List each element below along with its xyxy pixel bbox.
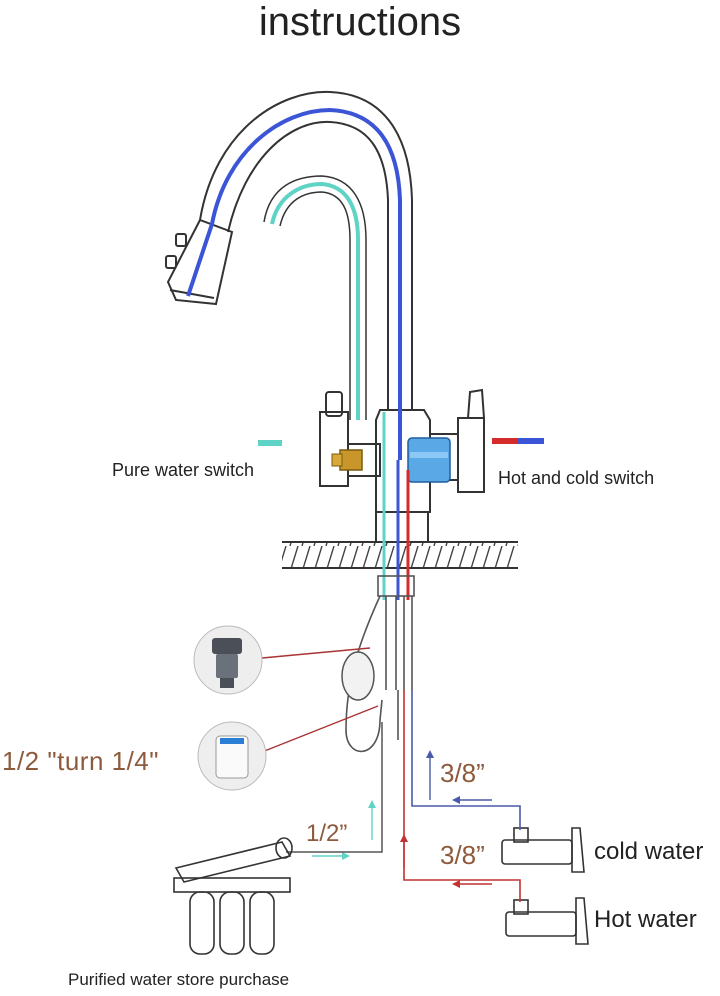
pure-water-spout <box>270 181 360 420</box>
hot-angle-valve-icon <box>505 897 589 945</box>
cold-water-label: cold water <box>594 838 704 865</box>
page-title: instructions <box>258 0 462 44</box>
pure-water-line <box>286 722 383 853</box>
hot-legend-bar <box>492 438 518 444</box>
arrow-icon <box>312 750 492 888</box>
three-eighths-label-bottom: 3/8” <box>440 840 485 870</box>
purified-water-label: Purified water store purchase <box>68 970 290 989</box>
pure-water-switch-label: Pure water switch <box>112 460 255 480</box>
angle-valve-icon <box>501 827 585 873</box>
quick-connector-icon <box>193 625 263 695</box>
brass-valve <box>339 449 363 471</box>
hot-cold-switch-label: Hot and cold switch <box>498 468 655 488</box>
cold-flow-line <box>186 107 402 460</box>
supply-hoses <box>345 575 415 753</box>
cold-legend-bar <box>518 438 544 444</box>
water-filter-icon <box>173 837 293 955</box>
pull-out-sprayer-icon <box>165 218 234 306</box>
adapter-fitting-icon <box>197 721 267 791</box>
hot-supply-line <box>403 690 521 902</box>
flow-regulator <box>341 651 375 701</box>
turn-label: 1/2 "turn 1/4" <box>2 746 159 776</box>
hot-water-label: Hot water <box>594 906 697 933</box>
pure-water-legend-bar <box>258 440 282 446</box>
cold-supply-line <box>411 690 521 830</box>
countertop <box>282 541 518 569</box>
mixing-cartridge <box>407 437 451 483</box>
three-eighths-label-top: 3/8” <box>440 758 485 788</box>
half-inch-label: 1/2” <box>306 820 348 847</box>
